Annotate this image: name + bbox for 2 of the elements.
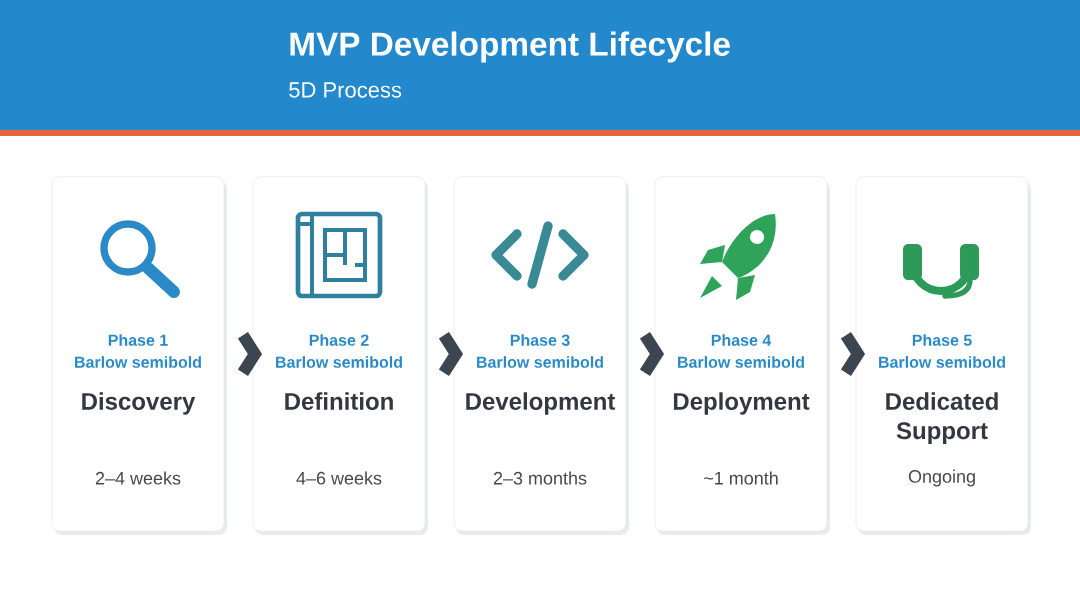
title: MVP Development Lifecycle [290, 31, 730, 63]
subtitle: 5D Process [289, 82, 402, 98]
